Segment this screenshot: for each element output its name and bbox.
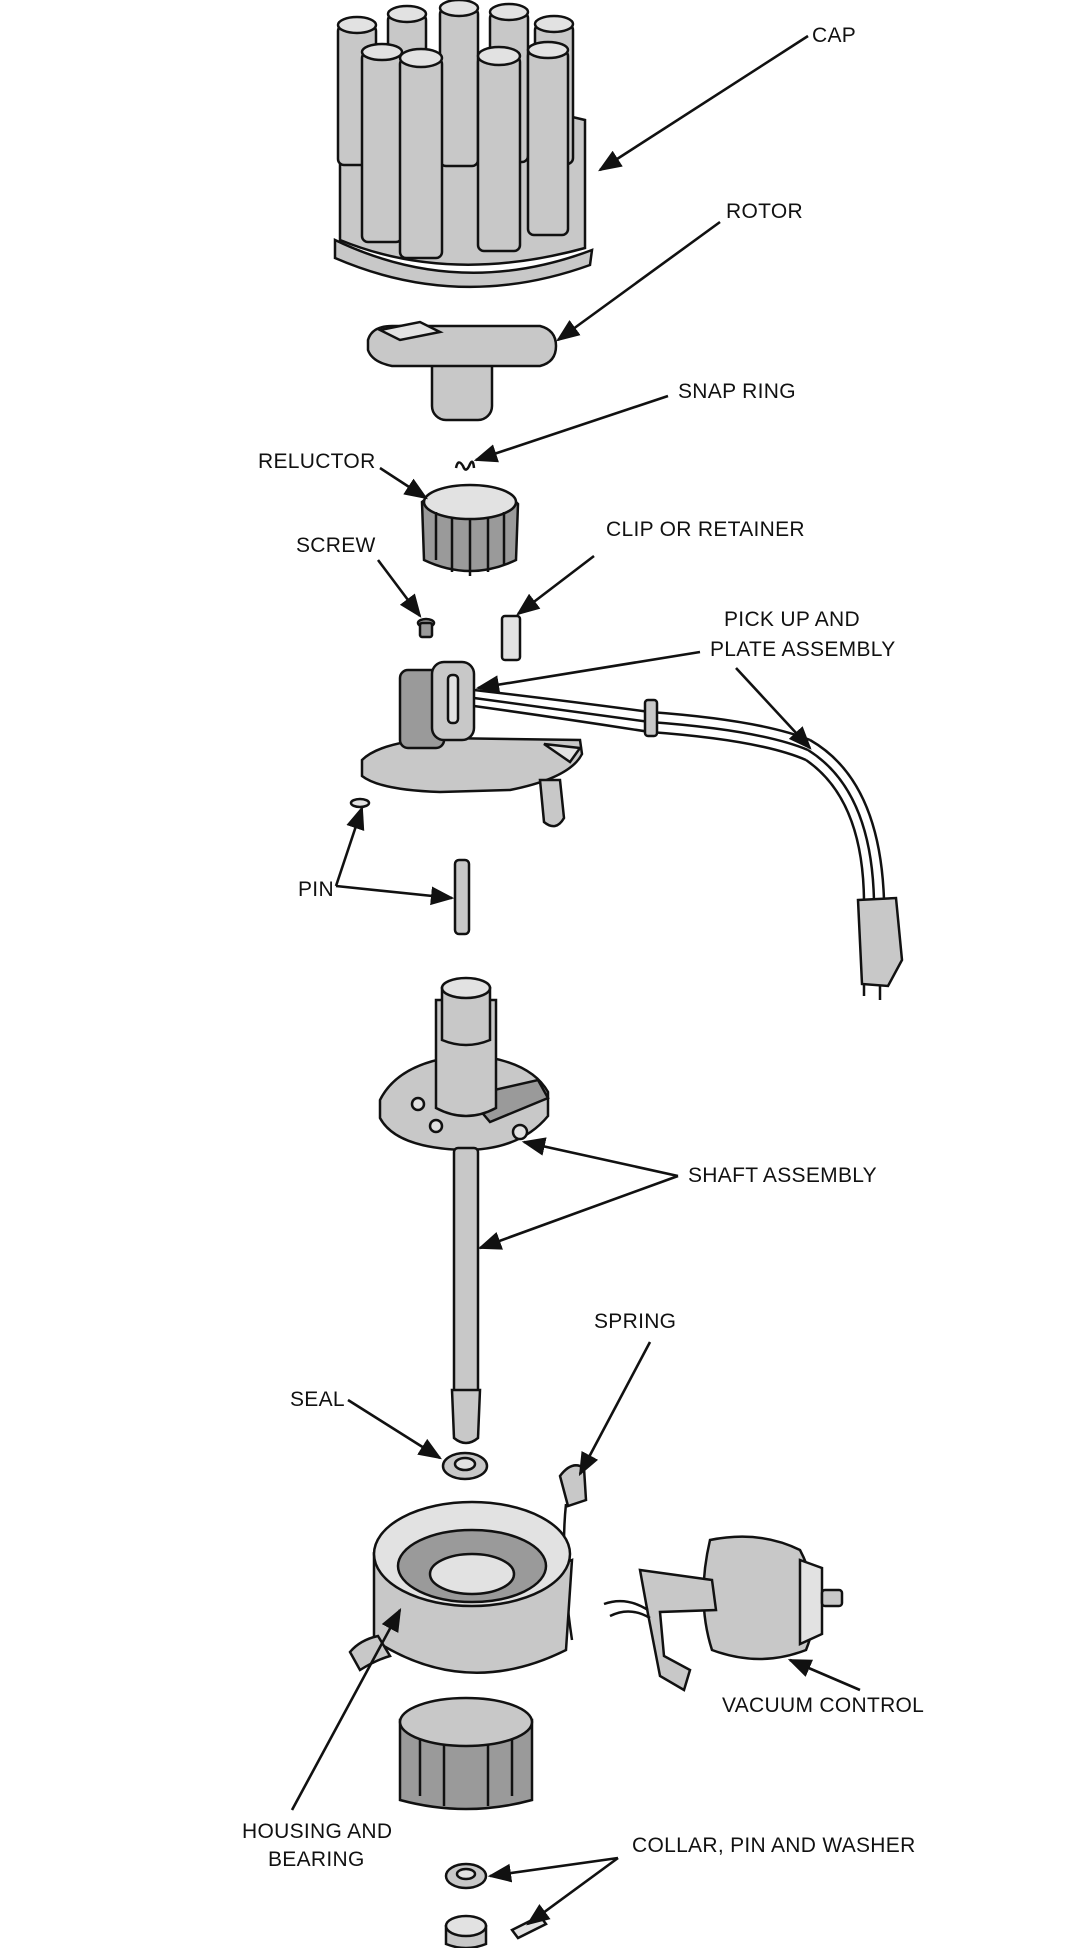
housing-and-bearing (348, 1500, 574, 1811)
vacuum-control (603, 1535, 844, 1692)
rotor (366, 320, 558, 422)
cap-towers (336, 0, 575, 260)
snap-ring (454, 460, 476, 471)
label-spring: SPRING (594, 1310, 676, 1333)
seal (441, 1451, 489, 1481)
label-clip-or-retainer: CLIP OR RETAINER (606, 518, 805, 541)
label-seal: SEAL (290, 1388, 345, 1411)
label-pickup-line1: PICK UP AND (724, 608, 860, 631)
label-housing-line1: HOUSING AND (242, 1820, 392, 1843)
pin (453, 858, 471, 936)
label-pickup-line2: PLATE ASSEMBLY (710, 638, 896, 661)
clip-or-retainer (500, 614, 522, 662)
label-reluctor: RELUCTOR (258, 450, 376, 473)
labels: CAP ROTOR SNAP RING RELUCTOR SCREW CLIP … (242, 24, 924, 1871)
pickup-and-plate-assembly (360, 660, 904, 1000)
label-snap-ring: SNAP RING (678, 380, 796, 403)
label-shaft-assembly: SHAFT ASSEMBLY (688, 1164, 877, 1187)
collar-pin-washer (444, 1862, 548, 1948)
leader-lines (290, 34, 861, 1926)
label-rotor: ROTOR (726, 200, 803, 223)
label-housing-line2: BEARING (268, 1848, 365, 1871)
label-pin: PIN (298, 878, 334, 901)
label-collar-pin-washer: COLLAR, PIN AND WASHER (632, 1834, 916, 1857)
label-vacuum-control: VACUUM CONTROL (722, 1694, 924, 1717)
distributor-cap (333, 0, 594, 289)
small-pin (349, 797, 371, 809)
label-cap: CAP (812, 24, 856, 47)
label-screw: SCREW (296, 534, 376, 557)
screw (416, 617, 436, 639)
shaft-assembly (378, 976, 550, 1445)
reluctor (420, 483, 520, 576)
